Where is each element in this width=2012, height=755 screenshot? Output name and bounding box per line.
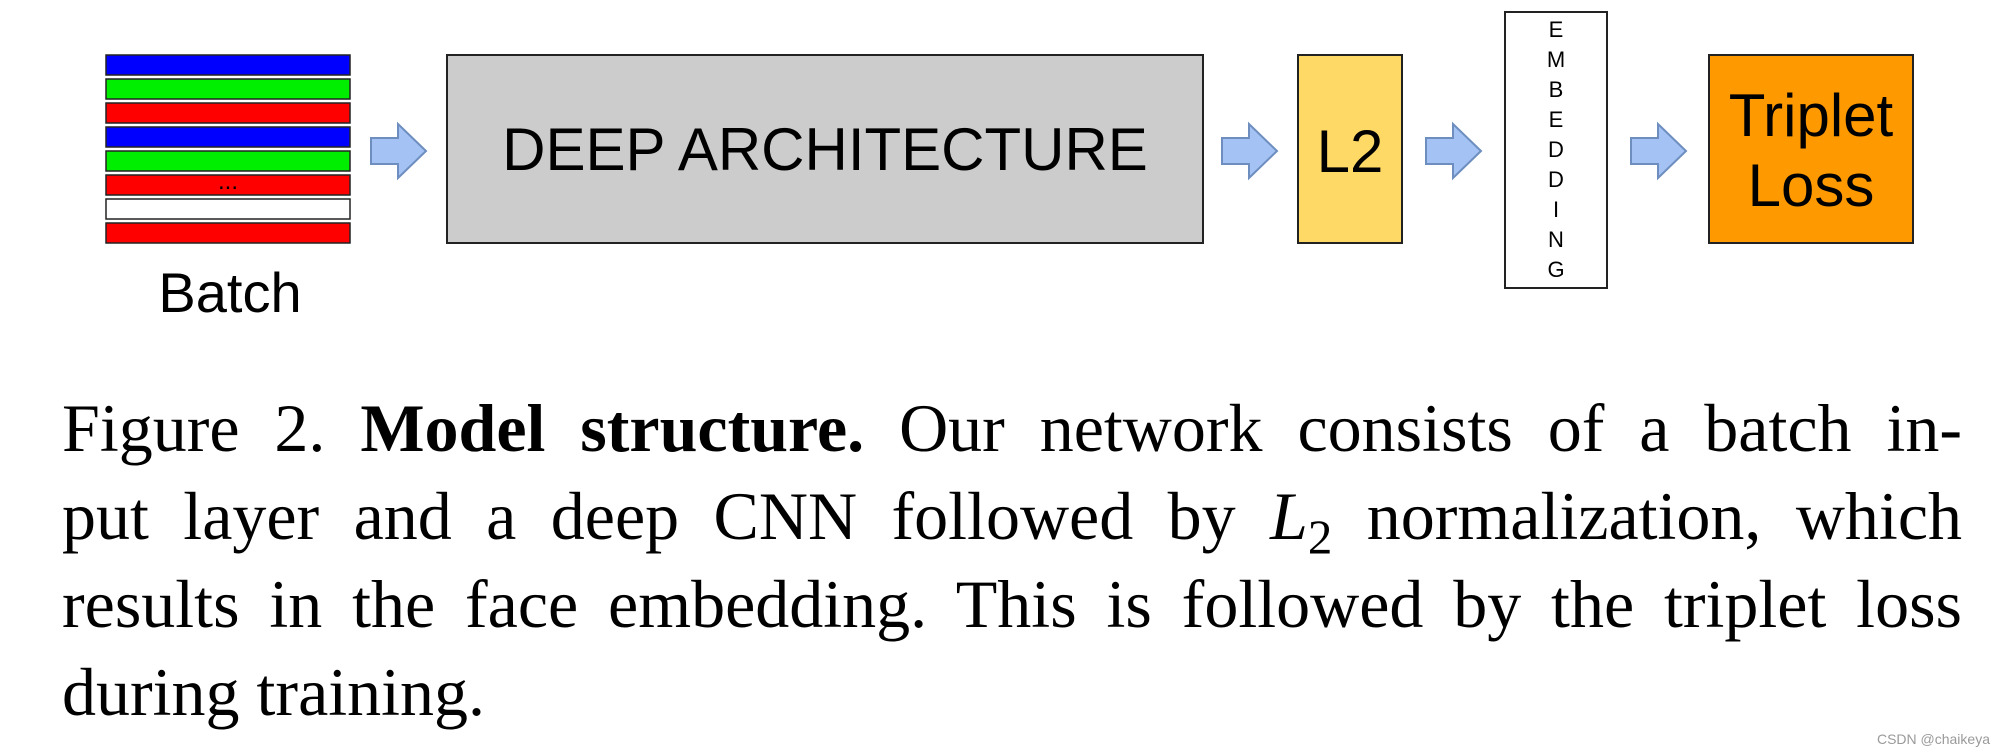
l2-normalization-block bbox=[1297, 54, 1403, 244]
caption-line-3: results in the face embedding. This is f… bbox=[62, 560, 1962, 648]
batch-stripe bbox=[105, 150, 351, 172]
arrow-icon bbox=[1630, 121, 1688, 181]
arrow-icon bbox=[370, 121, 428, 181]
deep-architecture-block bbox=[446, 54, 1204, 244]
embedding-letter: D bbox=[1548, 137, 1564, 162]
batch-stripe bbox=[105, 126, 351, 148]
batch-ellipsis: ... bbox=[218, 168, 238, 195]
arrow-icon bbox=[1425, 121, 1483, 181]
batch-stripe bbox=[105, 54, 351, 76]
embedding-letter: M bbox=[1547, 47, 1565, 72]
caption-math-l2: L2 bbox=[1270, 478, 1333, 565]
caption-bold-title: Model structure. bbox=[360, 390, 865, 466]
l2-label: L2 bbox=[1317, 118, 1384, 185]
deep-architecture-label: DEEP ARCHITECTURE bbox=[502, 116, 1148, 183]
caption-text: normalization, which bbox=[1332, 478, 1962, 554]
caption-line-2: put layer and a deep CNN followed by L2 … bbox=[62, 472, 1962, 565]
caption-text: Our network consists of a batch in- bbox=[864, 390, 1962, 466]
caption-text: put layer and a deep CNN followed by bbox=[62, 478, 1271, 554]
caption-text: during training. bbox=[62, 654, 486, 730]
embedding-letter: E bbox=[1549, 17, 1564, 42]
batch-block: ... bbox=[105, 54, 351, 244]
batch-stripe bbox=[105, 222, 351, 244]
watermark: CSDN @chaikeya bbox=[1876, 731, 1990, 747]
embedding-letter: G bbox=[1547, 257, 1564, 282]
caption-figure-number: Figure 2. bbox=[62, 390, 361, 466]
triplet-loss-block bbox=[1708, 54, 1914, 244]
triplet-loss-label-line1: Triplet bbox=[1729, 82, 1894, 149]
triplet-loss-label-line2: Loss bbox=[1748, 152, 1875, 219]
embedding-block bbox=[1504, 11, 1608, 289]
batch-stripe bbox=[105, 198, 351, 220]
embedding-letter: D bbox=[1548, 167, 1564, 192]
batch-stripe bbox=[105, 102, 351, 124]
embedding-label: E M B E D D I N G bbox=[1547, 17, 1565, 282]
figure-caption: Figure 2. Model structure. Our network c… bbox=[62, 384, 1962, 736]
embedding-letter: I bbox=[1553, 197, 1559, 222]
batch-stripe bbox=[105, 174, 351, 196]
batch-stripe bbox=[105, 78, 351, 100]
batch-label: Batch bbox=[158, 261, 301, 324]
embedding-letter: N bbox=[1548, 227, 1564, 252]
caption-line-1: Figure 2. Model structure. Our network c… bbox=[62, 384, 1962, 472]
embedding-letter: B bbox=[1549, 77, 1564, 102]
caption-text: results in the face embedding. This is f… bbox=[62, 566, 1962, 642]
caption-line-4: during training. bbox=[62, 648, 1962, 736]
embedding-letter: E bbox=[1549, 107, 1564, 132]
arrow-icon bbox=[1221, 121, 1279, 181]
model-structure-diagram: ... Batch DEEP ARCHITECTURE L2 E M B E D… bbox=[105, 11, 1914, 324]
